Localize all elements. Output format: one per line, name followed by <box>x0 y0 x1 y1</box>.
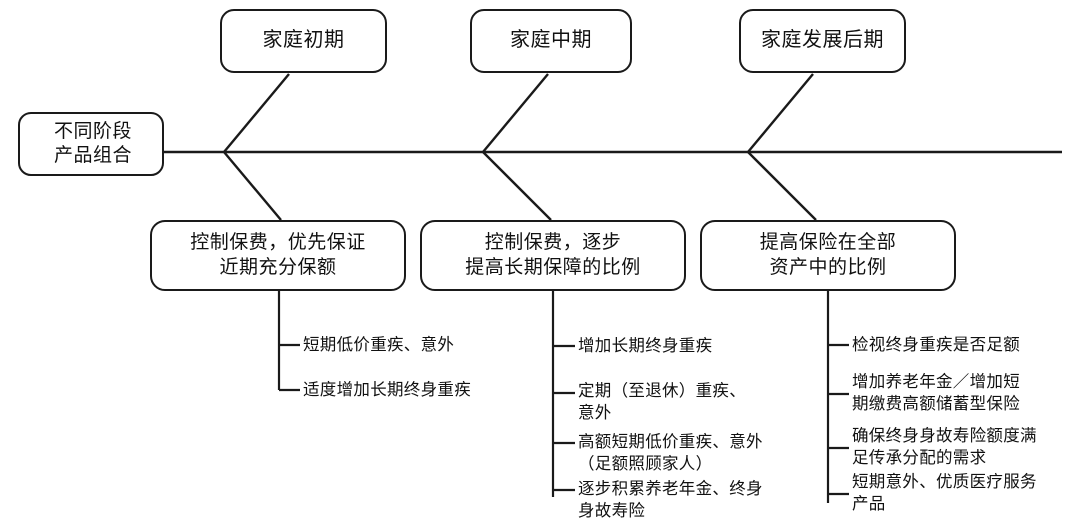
detail-item: 短期低价重疾、意外 <box>303 336 455 354</box>
detail-item: 增加长期终身重疾 <box>578 337 713 355</box>
detail-item: 增加养老年金／增加短 期缴费高额储蓄型保险 <box>852 373 1020 413</box>
rib-down-2 <box>747 151 817 221</box>
detail-item: 检视终身重疾是否足额 <box>852 336 1020 354</box>
detail-item: 短期意外、优质医疗服务 产品 <box>852 473 1037 513</box>
detail-item: 逐步积累养老年金、终身 身故寿险 <box>578 480 763 520</box>
rib-up-2 <box>747 73 814 153</box>
stage-node-0[interactable]: 家庭初期 <box>220 9 387 73</box>
strategy-node-0[interactable]: 控制保费，优先保证 近期充分保额 <box>150 220 406 291</box>
rib-down-0 <box>223 151 282 221</box>
detail-item: 确保终身身故寿险额度满 足传承分配的需求 <box>852 427 1037 467</box>
detail-item: 高额短期低价重疾、意外 （足额照顾家人） <box>578 433 763 473</box>
detail-item: 适度增加长期终身重疾 <box>303 381 471 399</box>
stage-node-1[interactable]: 家庭中期 <box>470 9 632 73</box>
strategy-node-1[interactable]: 控制保费，逐步 提高长期保障的比例 <box>420 220 686 291</box>
rib-up-1 <box>482 73 549 153</box>
rib-down-1 <box>482 151 552 221</box>
root-node[interactable]: 不同阶段 产品组合 <box>18 112 164 176</box>
strategy-node-2[interactable]: 提高保险在全部 资产中的比例 <box>700 220 956 291</box>
rib-up-0 <box>223 73 290 153</box>
detail-item: 定期（至退休）重疾、 意外 <box>578 382 746 422</box>
stage-node-2[interactable]: 家庭发展后期 <box>739 9 906 73</box>
